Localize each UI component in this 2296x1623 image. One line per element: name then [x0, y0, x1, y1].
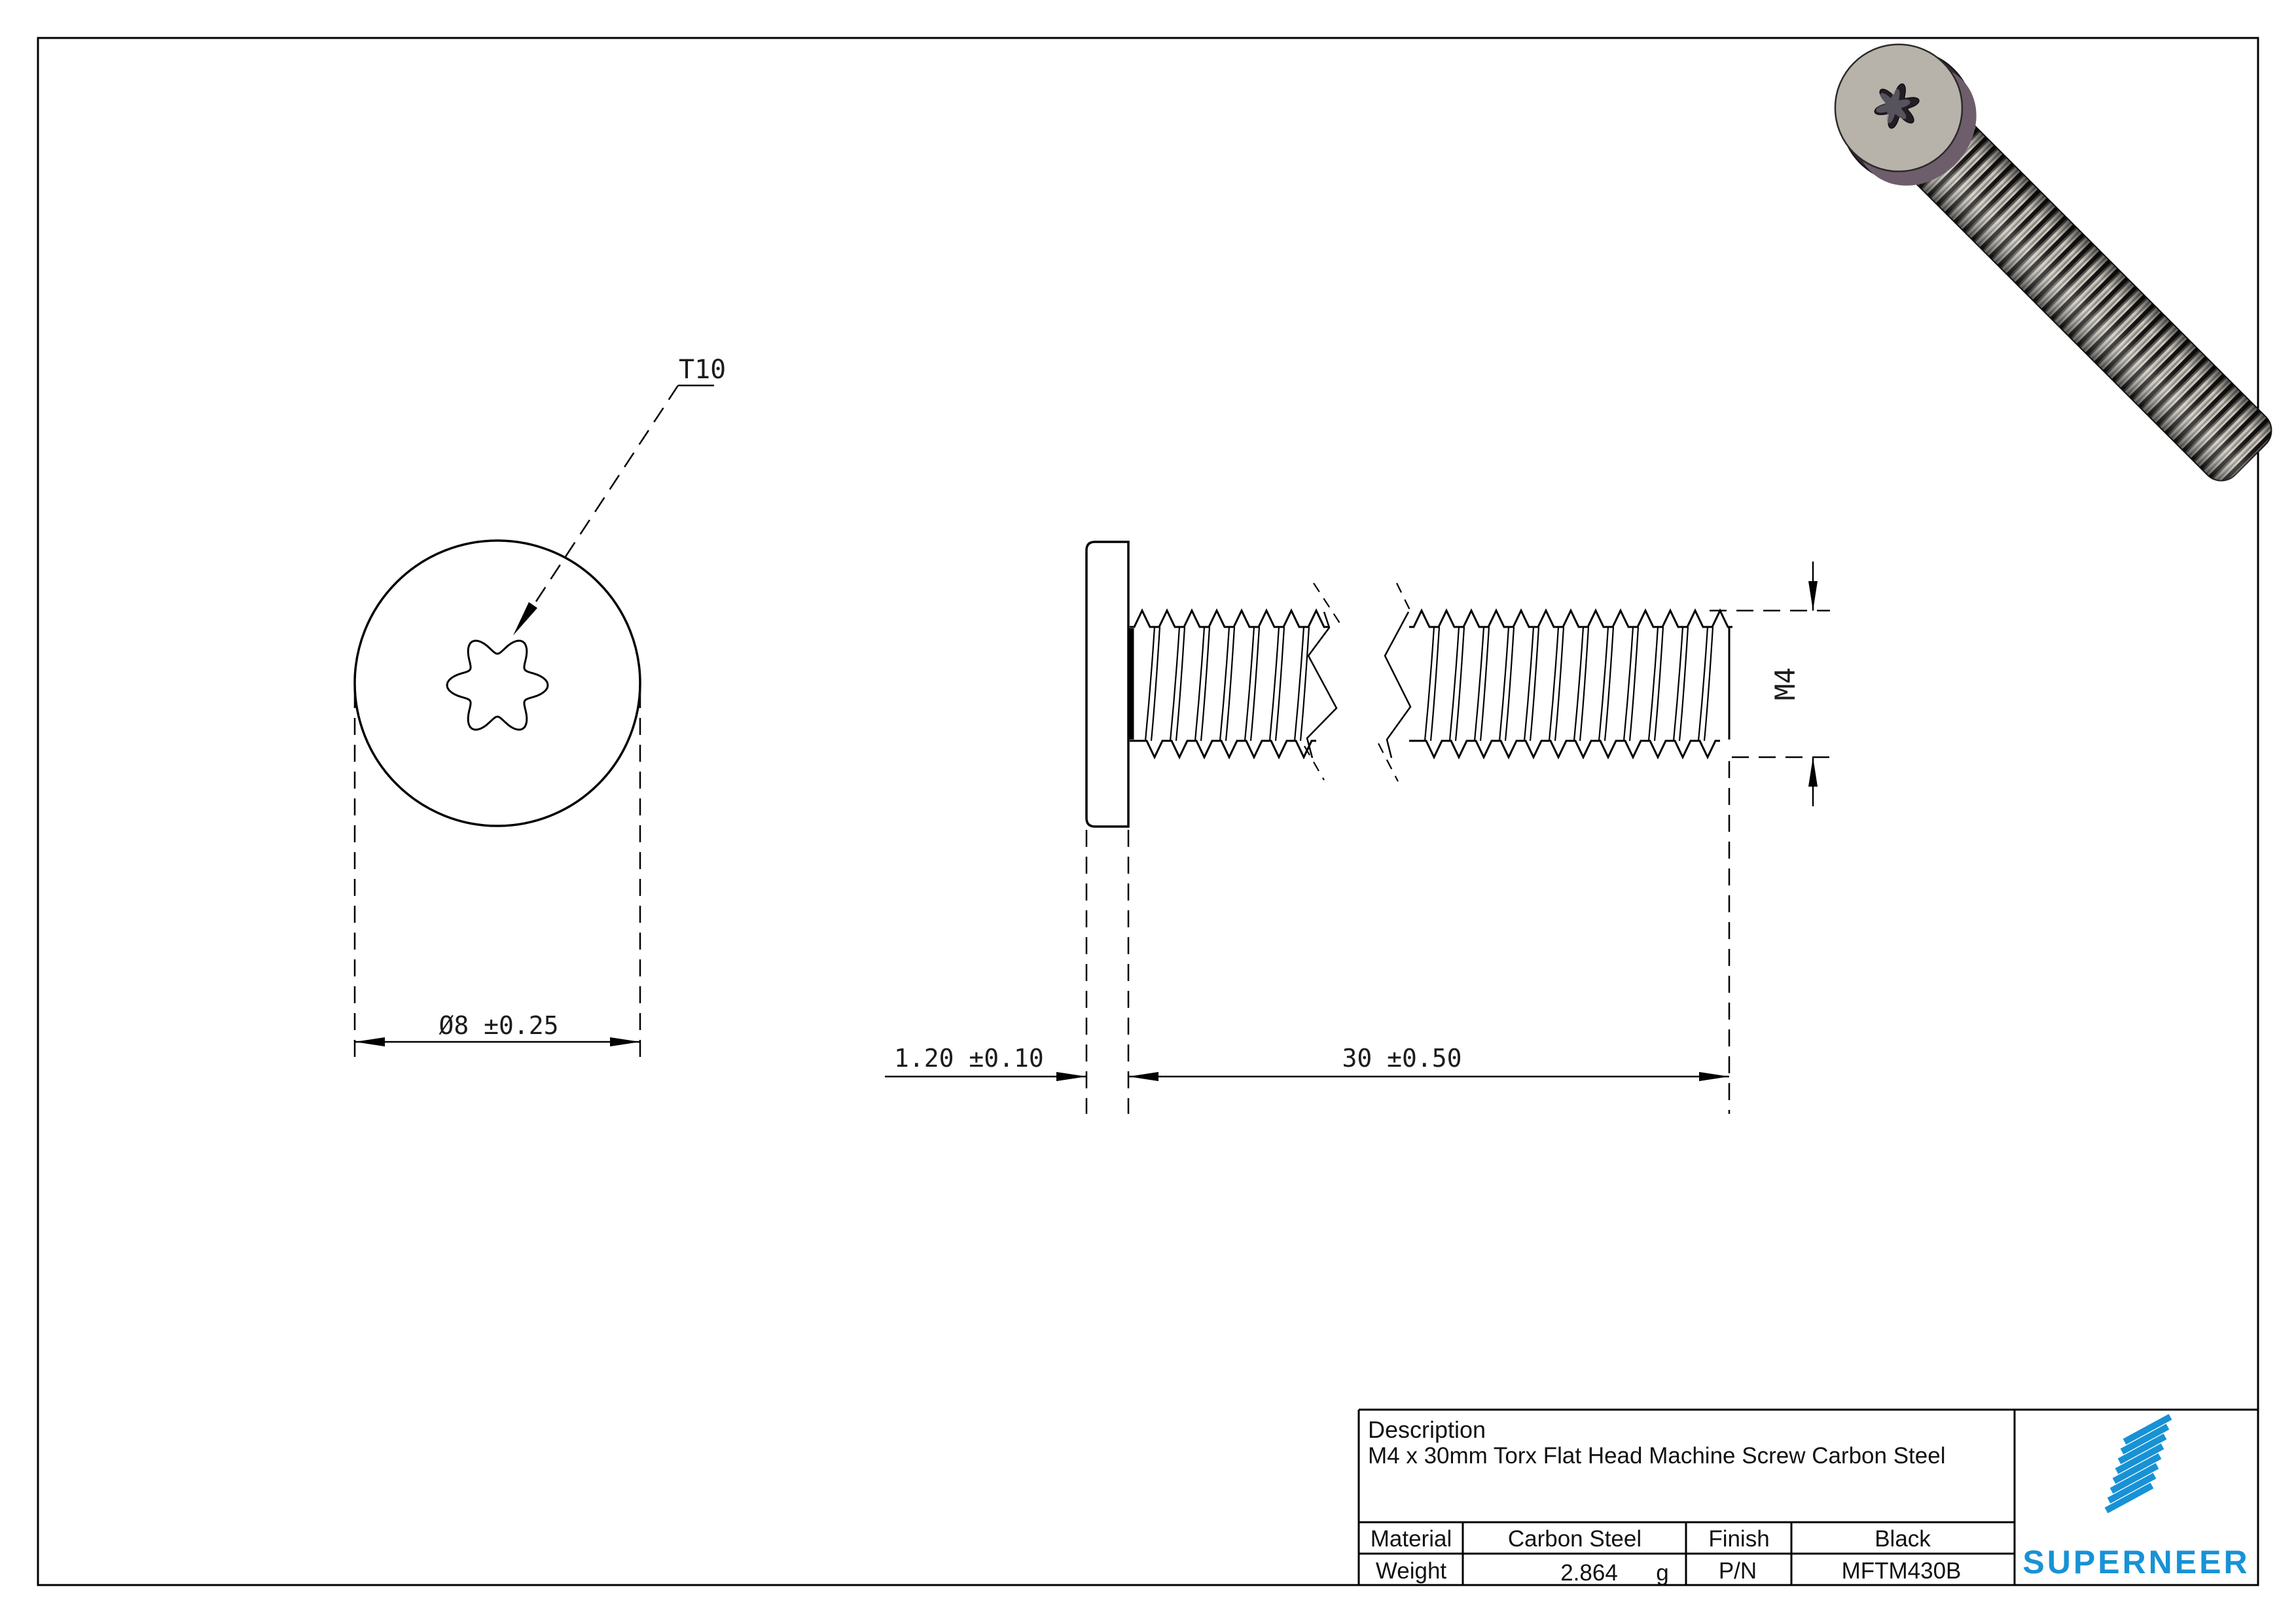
description-value: M4 x 30mm Torx Flat Head Machine Screw C…	[1368, 1443, 1946, 1469]
part-number-value: MFTM430B	[1842, 1558, 1962, 1584]
material-value: Carbon Steel	[1508, 1526, 1641, 1552]
finish-value: Black	[1874, 1526, 1931, 1552]
brand-logo-mark	[2104, 1414, 2172, 1514]
dim-arrow-right	[610, 1037, 640, 1046]
length-arrow-right	[1699, 1072, 1729, 1081]
torx-recess-outline	[446, 639, 549, 731]
title-block-text: Description M4 x 30mm Torx Flat Head Mac…	[1368, 1416, 1961, 1586]
m4-arrow-top	[1808, 581, 1818, 611]
title-block	[1357, 1408, 2258, 1585]
leader-dashed-line	[522, 385, 679, 621]
thickness-arrow	[1056, 1072, 1086, 1081]
break-edge-right	[1384, 611, 1412, 758]
page-border	[37, 37, 2259, 1586]
break-dash-1	[1313, 582, 1340, 624]
material-label: Material	[1371, 1526, 1452, 1552]
break-dash-2	[1304, 745, 1325, 781]
weight-label: Weight	[1376, 1558, 1447, 1584]
weight-value: 2.864	[1560, 1560, 1618, 1586]
description-label: Description	[1368, 1416, 1486, 1443]
render-torx-highlight	[1876, 89, 1910, 124]
thread-length-label: 30 ±0.50	[1342, 1044, 1462, 1073]
thread-flanks-b	[1424, 626, 1714, 741]
side-view: 1.20 ±0.10 30 ±0.50 M4	[885, 541, 1830, 1114]
break-dash-3	[1396, 582, 1413, 616]
m4-arrow-bottom	[1808, 757, 1818, 787]
leader-arrowhead	[513, 602, 537, 635]
head-outline-circle	[353, 539, 641, 827]
head-profile	[1085, 541, 1130, 828]
finish-label: Finish	[1708, 1526, 1769, 1552]
weight-unit: g	[1656, 1560, 1668, 1586]
thread-flanks-a	[1144, 626, 1310, 741]
render-3d-screw	[1834, 43, 2272, 482]
head-diameter-label: Ø8 ±0.25	[439, 1011, 558, 1040]
break-dash-4	[1378, 743, 1399, 782]
head-thickness-label: 1.20 ±0.10	[894, 1044, 1044, 1073]
brand-name: SUPERNEER	[2022, 1544, 2250, 1580]
thread-crest-top-a	[1130, 608, 1329, 628]
top-view: T10 Ø8 ±0.25	[353, 355, 726, 1061]
length-arrow-left	[1128, 1072, 1158, 1081]
dim-arrow-left	[355, 1037, 385, 1046]
part-number-label: P/N	[1719, 1558, 1757, 1584]
break-edge-left	[1306, 611, 1338, 758]
thread-size-label: M4	[1769, 668, 1801, 701]
torx-size-label: T10	[679, 355, 726, 385]
render-shaft-shading	[1907, 116, 2272, 481]
thread-crest-top-b	[1409, 608, 1732, 628]
thread-crest-bottom-a	[1130, 740, 1316, 760]
thread-crest-bottom-b	[1409, 740, 1720, 760]
